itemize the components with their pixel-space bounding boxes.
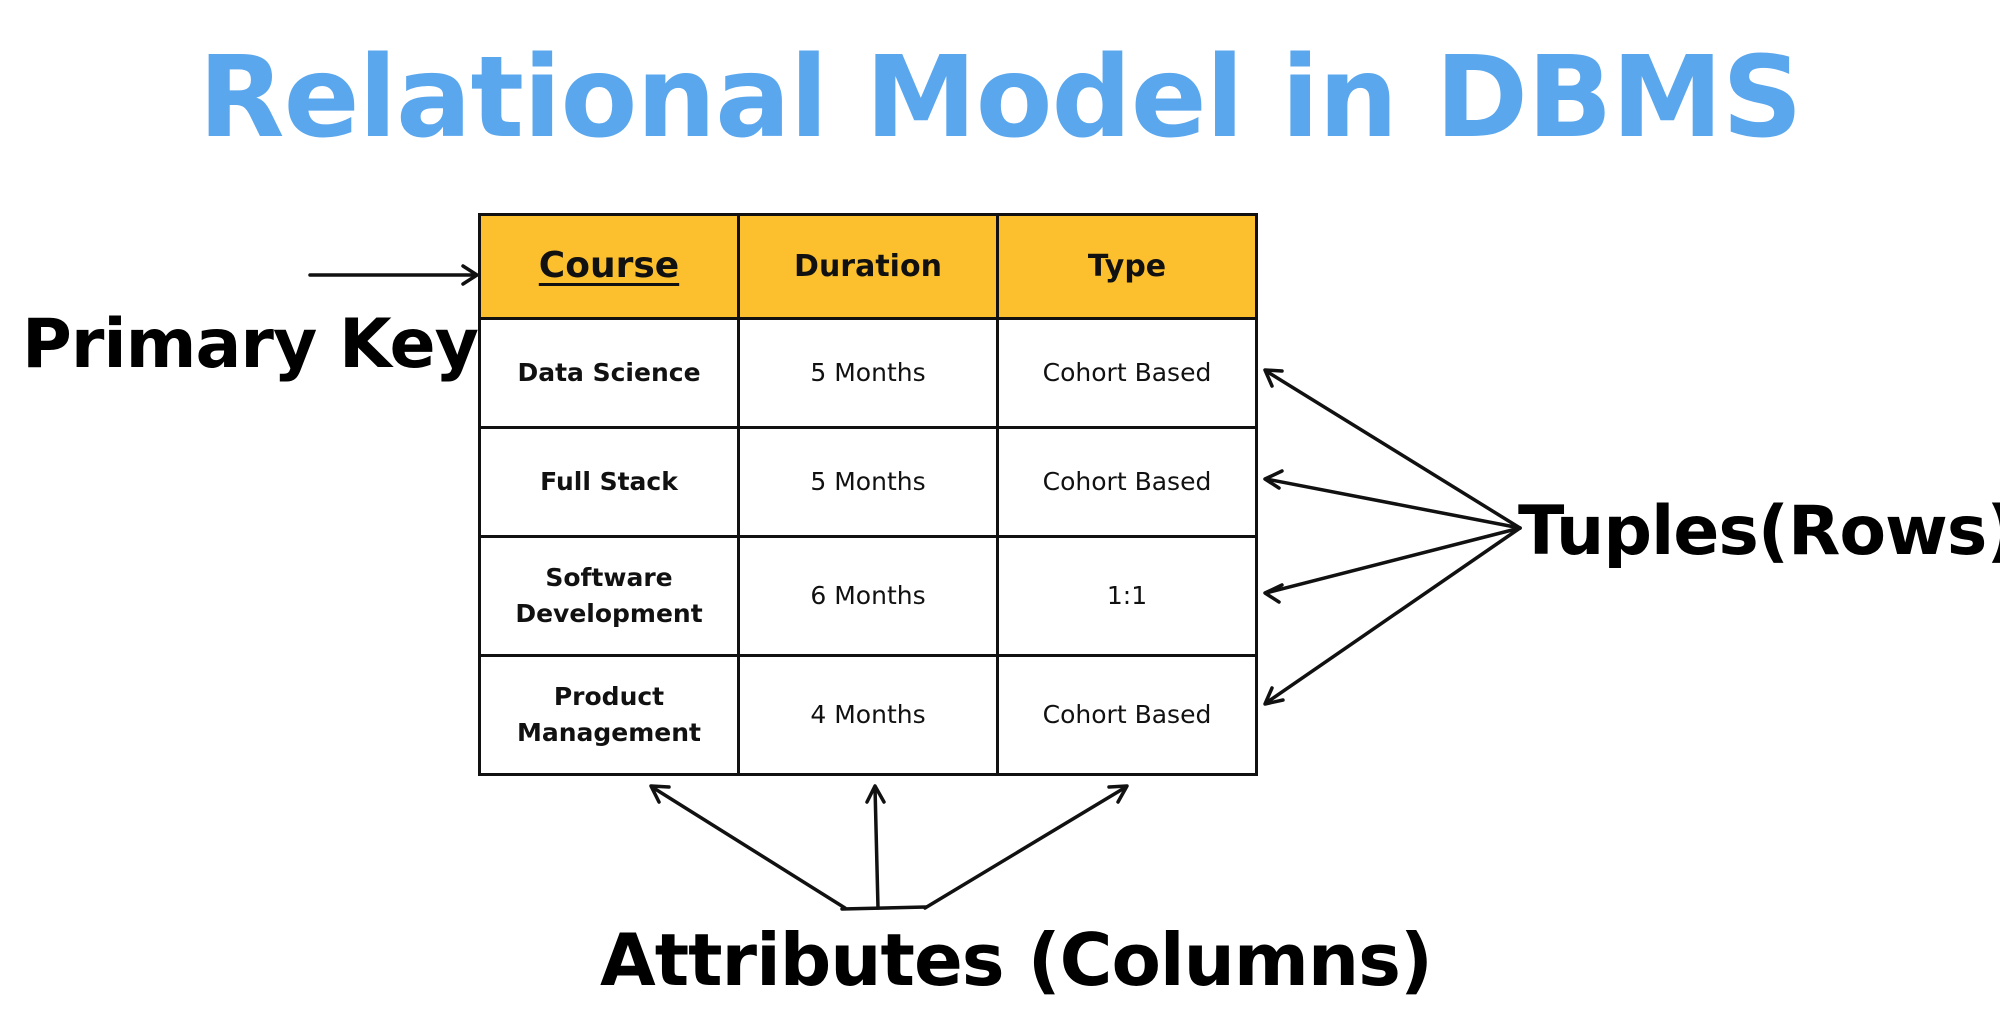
primary-key-label: Primary Key: [22, 305, 479, 384]
header-cell-duration: Duration: [737, 213, 999, 320]
relation-table: Course Duration Type Data Science 5 Mont…: [478, 213, 1258, 776]
course-cell: Full Stack: [478, 426, 740, 538]
header-cell-course: Course: [478, 213, 740, 320]
attribute-arrow-base: [840, 905, 928, 911]
table-row: Software Development 6 Months 1:1: [478, 535, 1258, 657]
attribute-arrow: [649, 784, 847, 910]
type-cell: 1:1: [996, 535, 1258, 657]
attribute-arrow: [865, 784, 886, 910]
attributes-label: Attributes (Columns): [600, 918, 1433, 1002]
tuple-arrow: [1263, 469, 1522, 530]
course-cell: Data Science: [478, 317, 740, 429]
table-row: Data Science 5 Months Cohort Based: [478, 317, 1258, 429]
type-cell: Cohort Based: [996, 426, 1258, 538]
attribute-arrow: [923, 784, 1129, 910]
course-value: Full Stack: [540, 467, 678, 496]
course-cell: Product Management: [478, 654, 740, 776]
table-row: Full Stack 5 Months Cohort Based: [478, 426, 1258, 538]
tuple-arrow: [1263, 526, 1522, 604]
tuple-arrow: [1263, 368, 1522, 530]
header-cell-type: Type: [996, 213, 1258, 320]
diagram-title: Relational Model in DBMS: [198, 33, 1802, 163]
course-value: Software Development: [515, 563, 703, 628]
table-row: Product Management 4 Months Cohort Based: [478, 654, 1258, 776]
duration-cell: 5 Months: [737, 426, 999, 538]
duration-cell: 5 Months: [737, 317, 999, 429]
course-value: Data Science: [517, 358, 701, 387]
table-header-row: Course Duration Type: [478, 213, 1258, 320]
duration-cell: 4 Months: [737, 654, 999, 776]
course-cell: Software Development: [478, 535, 740, 657]
tuples-label: Tuples(Rows): [1518, 492, 2000, 571]
duration-cell: 6 Months: [737, 535, 999, 657]
primary-key-arrow: [308, 264, 479, 286]
type-cell: Cohort Based: [996, 317, 1258, 429]
primary-key-header: Course: [538, 244, 680, 286]
tuple-arrow: [1263, 526, 1522, 706]
course-value: Product Management: [516, 682, 702, 747]
type-cell: Cohort Based: [996, 654, 1258, 776]
